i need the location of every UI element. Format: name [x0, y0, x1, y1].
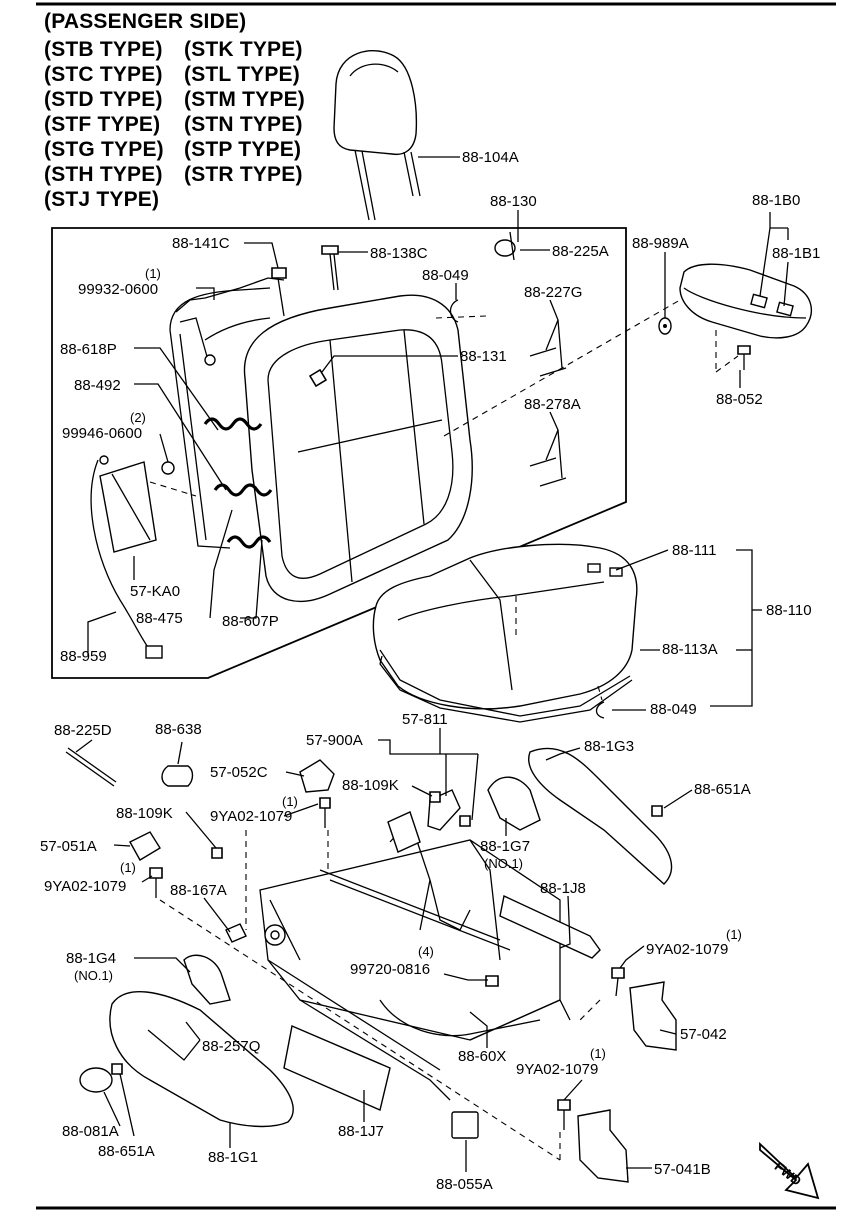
header-type-stp: (STP TYPE) — [184, 138, 302, 161]
header-type-stl: (STL TYPE) — [184, 63, 300, 86]
label-88-492: 88-492 — [74, 377, 121, 394]
airbag-module-drawing — [90, 455, 163, 659]
label-88-1J8: 88-1J8 — [540, 880, 586, 897]
label-88-110: 88-110 — [766, 602, 812, 619]
label-88-130: 88-130 — [490, 193, 537, 210]
label-99946-0600: 99946-0600 — [62, 425, 142, 442]
qty-9YA02-1079-c: (1) — [726, 927, 742, 942]
label-57-052C: 57-052C — [210, 764, 268, 781]
label-88-113A: 88-113A — [662, 641, 718, 658]
label-88-1J7: 88-1J7 — [338, 1123, 384, 1140]
label-57-051A: 57-051A — [40, 838, 97, 855]
label-88-1G4: 88-1G4 — [66, 950, 116, 967]
label-88-167A: 88-167A — [170, 882, 227, 899]
label-88-638: 88-638 — [155, 721, 202, 738]
label-57-042: 57-042 — [680, 1026, 727, 1043]
qty-99932-0600: (1) — [145, 266, 161, 281]
qty-9YA02-1079-d: (1) — [590, 1046, 606, 1061]
seat-back-drawing — [169, 277, 473, 602]
label-88-60X: 88-60X — [458, 1048, 506, 1065]
qty-9YA02-1079-b: (1) — [120, 860, 136, 875]
label-9YA02-1079-d: 9YA02-1079 — [516, 1061, 598, 1078]
label-9YA02-1079-b: 9YA02-1079 — [44, 878, 126, 895]
part-labels: 88-104A 88-130 88-1B0 88-1B1 88-141C 88-… — [40, 149, 820, 1193]
header-type-stn: (STN TYPE) — [184, 113, 303, 136]
header-passenger-side: (PASSENGER SIDE) — [44, 10, 247, 33]
qty-99946-0600: (2) — [130, 410, 146, 425]
label-9YA02-1079-c: 9YA02-1079 — [646, 941, 728, 958]
label-88-081A: 88-081A — [62, 1123, 119, 1140]
label-88-052: 88-052 — [716, 391, 763, 408]
label-88-651A-a: 88-651A — [694, 781, 751, 798]
header-type-std: (STD TYPE) — [44, 88, 163, 111]
label-88-055A: 88-055A — [436, 1176, 493, 1193]
label-57-900A: 57-900A — [306, 732, 363, 749]
label-88-049-top: 88-049 — [422, 267, 469, 284]
label-88-104A: 88-104A — [462, 149, 519, 166]
header-type-stj: (STJ TYPE) — [44, 188, 160, 211]
label-88-278A: 88-278A — [524, 396, 581, 413]
headrest-drawing — [333, 50, 421, 221]
label-88-225A: 88-225A — [552, 243, 609, 260]
qty-99720-0816: (4) — [418, 944, 434, 959]
label-88-618P: 88-618P — [60, 341, 117, 358]
qty-9YA02-1079-a: (1) — [282, 794, 298, 809]
note-88-1G7-no1: (NO.1) — [484, 856, 523, 871]
header-type-sth: (STH TYPE) — [44, 163, 163, 186]
header-type-stg: (STG TYPE) — [44, 138, 164, 161]
label-88-109K-b: 88-109K — [116, 805, 173, 822]
forward-arrow: FWD — [759, 1141, 820, 1200]
header-type-stf: (STF TYPE) — [44, 113, 161, 136]
seat-cushion-drawing — [372, 543, 638, 723]
label-88-1G1: 88-1G1 — [208, 1149, 258, 1166]
label-88-049-bottom: 88-049 — [650, 701, 697, 718]
label-57-811: 57-811 — [402, 711, 448, 728]
label-88-651A-b: 88-651A — [98, 1143, 155, 1160]
label-88-1G7: 88-1G7 — [480, 838, 530, 855]
header-type-str: (STR TYPE) — [184, 163, 303, 186]
label-57-041B: 57-041B — [654, 1161, 711, 1178]
label-88-111: 88-111 — [672, 542, 716, 559]
label-88-475: 88-475 — [136, 610, 183, 627]
leader-lines — [75, 156, 789, 1172]
label-88-138C: 88-138C — [370, 245, 428, 262]
label-88-227G: 88-227G — [524, 284, 582, 301]
clip-225A-drawing — [494, 231, 516, 261]
label-88-225D: 88-225D — [54, 722, 112, 739]
header-type-stm: (STM TYPE) — [184, 88, 305, 111]
label-99932-0600: 99932-0600 — [78, 281, 158, 298]
label-88-989A: 88-989A — [632, 235, 689, 252]
label-88-1G3: 88-1G3 — [584, 738, 634, 755]
label-88-1B0: 88-1B0 — [752, 192, 800, 209]
label-88-607P: 88-607P — [222, 613, 279, 630]
header-type-stb: (STB TYPE) — [44, 38, 163, 61]
armrest-drawing — [658, 263, 813, 373]
label-88-109K-a: 88-109K — [342, 777, 399, 794]
label-99720-0816: 99720-0816 — [350, 961, 430, 978]
label-88-257Q: 88-257Q — [202, 1038, 260, 1055]
dashed-guides — [149, 299, 681, 1161]
lower-parts-drawing — [65, 747, 677, 1183]
label-88-141C: 88-141C — [172, 235, 230, 252]
label-9YA02-1079-a: 9YA02-1079 — [210, 808, 292, 825]
label-88-1B1: 88-1B1 — [772, 245, 820, 262]
label-88-959: 88-959 — [60, 648, 107, 665]
note-88-1G4-no1: (NO.1) — [74, 968, 113, 983]
seat-frame-drawing — [259, 811, 571, 1101]
label-57-KA0: 57-KA0 — [130, 583, 180, 600]
label-88-131: 88-131 — [460, 348, 507, 365]
header-type-stc: (STC TYPE) — [44, 63, 163, 86]
header-type-stk: (STK TYPE) — [184, 38, 303, 61]
